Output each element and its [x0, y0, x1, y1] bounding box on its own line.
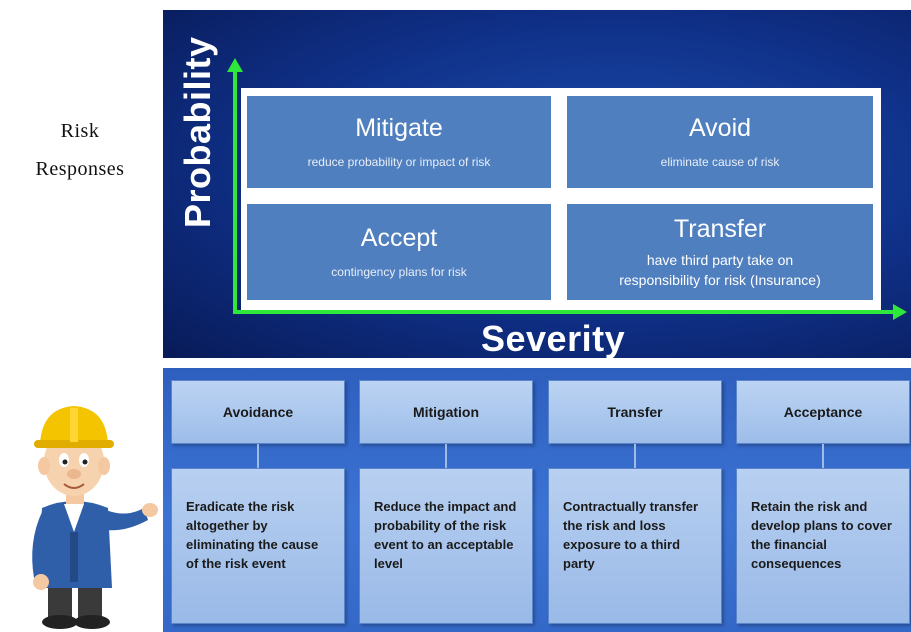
cell-avoid-title: Avoid [688, 113, 752, 142]
cell-mitigate-desc: reduce probability or impact of risk [307, 154, 491, 169]
cell-transfer-desc-line2: responsibility for risk (Insurance) [619, 271, 821, 288]
response-body-mitigation: Reduce the impact and probability of the… [359, 468, 533, 624]
connector-line [257, 444, 259, 470]
connector-line [634, 444, 636, 470]
response-heading-transfer: Transfer [548, 380, 722, 444]
cell-transfer-title: Transfer [673, 214, 767, 243]
y-axis-label: Probability [177, 36, 218, 228]
connector-line [445, 444, 447, 470]
risk-matrix-panel: Probability Mitigate reduce probability … [163, 10, 911, 358]
response-heading-mitigation: Mitigation [359, 380, 533, 444]
side-title-line2: Responses [35, 158, 125, 180]
response-heading-acceptance: Acceptance [736, 380, 910, 444]
cell-transfer: Transfer have third party take on respon… [567, 204, 873, 300]
response-heading-avoidance: Avoidance [171, 380, 345, 444]
response-body-acceptance: Retain the risk and develop plans to cov… [736, 468, 910, 624]
side-title-line1: Risk [60, 120, 100, 142]
cell-transfer-desc-line1: have third party take on [646, 251, 794, 268]
y-axis-arrow-icon [227, 58, 243, 72]
construction-worker-icon [32, 406, 158, 629]
cell-accept: Accept contingency plans for risk [247, 204, 551, 300]
cell-accept-desc: contingency plans for risk [331, 264, 467, 279]
cell-mitigate: Mitigate reduce probability or impact of… [247, 96, 551, 188]
cell-accept-title: Accept [360, 223, 438, 252]
matrix-grid: Mitigate reduce probability or impact of… [241, 88, 881, 310]
response-body-transfer: Contractually transfer the risk and loss… [548, 468, 722, 624]
response-body-avoidance: Eradicate the risk altogether by elimina… [171, 468, 345, 624]
cell-mitigate-title: Mitigate [355, 113, 443, 142]
x-axis-label: Severity [481, 318, 626, 358]
cell-avoid-desc: eliminate cause of risk [660, 154, 780, 169]
connector-line [822, 444, 824, 470]
y-axis-line [233, 68, 237, 314]
cell-avoid: Avoid eliminate cause of risk [567, 96, 873, 188]
x-axis-line [233, 310, 895, 314]
x-axis-arrow-icon [893, 304, 907, 320]
side-title: Risk Responses [0, 112, 160, 188]
responses-panel: Avoidance Eradicate the risk altogether … [163, 368, 911, 632]
